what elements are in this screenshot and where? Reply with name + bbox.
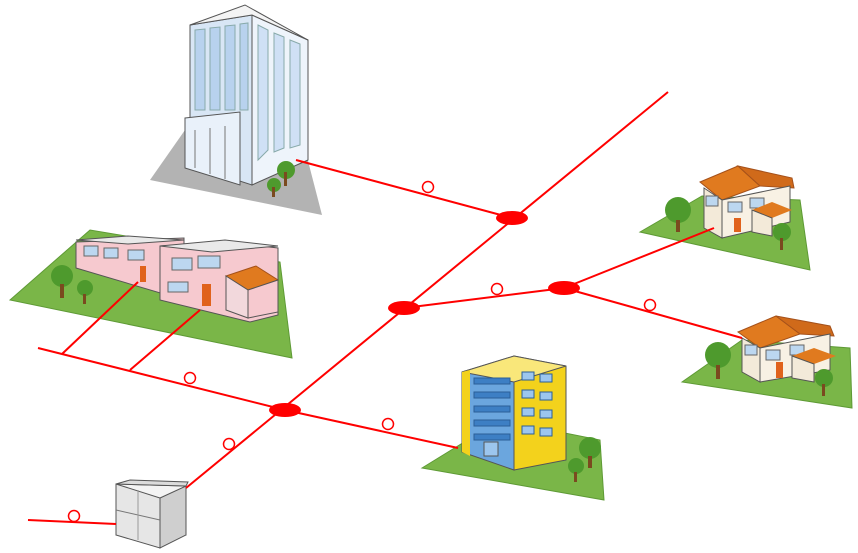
- apartment-block-icon: [420, 355, 605, 501]
- connection-point: [222, 437, 236, 451]
- connection-point: [421, 180, 435, 194]
- apartment-branch: [284, 409, 459, 449]
- office-branch: [295, 159, 513, 219]
- junction-node: [269, 403, 301, 417]
- house2-branch: [563, 287, 743, 339]
- middle-branch: [403, 287, 565, 309]
- detached-house-icon: [638, 165, 811, 271]
- office-tower-icon: [150, 4, 322, 215]
- connection-point: [183, 371, 197, 385]
- terraced-houses-icon: [8, 229, 293, 359]
- junction-node: [496, 211, 528, 225]
- junctions: [269, 211, 580, 417]
- house1-branch: [563, 227, 715, 289]
- junction-node: [548, 281, 580, 295]
- trunk-line: [185, 91, 669, 489]
- feeder-line: [27, 519, 117, 525]
- connection-point: [381, 417, 395, 431]
- connection-point: [643, 298, 657, 312]
- junction-node: [388, 301, 420, 315]
- detached-house-icon: [680, 315, 853, 409]
- connection-point: [67, 509, 81, 523]
- west-branch: [37, 347, 286, 411]
- connection-points: [67, 180, 657, 523]
- connection-point: [490, 282, 504, 296]
- terrace-drop-1: [61, 281, 139, 355]
- terrace-drop-2: [129, 309, 201, 371]
- network-lines: [27, 91, 743, 525]
- street-cabinet-icon: [115, 479, 189, 549]
